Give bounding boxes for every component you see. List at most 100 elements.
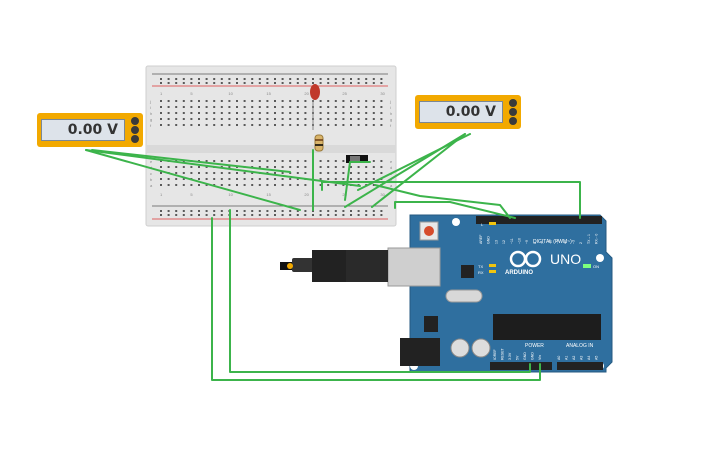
breadboard-hole[interactable] (236, 82, 238, 84)
multimeter-dial-icon[interactable] (131, 117, 139, 125)
breadboard-hole[interactable] (342, 78, 345, 80)
breadboard-hole[interactable] (319, 172, 322, 174)
reset-button-cap[interactable] (424, 226, 434, 236)
breadboard-hole[interactable] (327, 78, 330, 80)
breadboard-hole[interactable] (342, 160, 345, 162)
breadboard-hole[interactable] (160, 112, 162, 114)
breadboard-hole[interactable] (372, 210, 375, 212)
breadboard-hole[interactable] (175, 100, 178, 102)
breadboard-hole[interactable] (274, 172, 276, 174)
breadboard-hole[interactable] (266, 178, 269, 180)
breadboard-hole[interactable] (266, 210, 269, 212)
breadboard-hole[interactable] (289, 118, 292, 120)
breadboard-hole[interactable] (380, 172, 383, 174)
breadboard-hole[interactable] (213, 210, 216, 212)
breadboard-hole[interactable] (296, 214, 299, 216)
breadboard-hole[interactable] (167, 214, 170, 216)
breadboard-hole[interactable] (243, 106, 246, 108)
breadboard-hole[interactable] (175, 184, 178, 186)
breadboard-hole[interactable] (319, 118, 322, 120)
breadboard-hole[interactable] (251, 118, 254, 120)
breadboard-hole[interactable] (281, 166, 284, 168)
breadboard-hole[interactable] (365, 78, 368, 80)
breadboard-hole[interactable] (281, 100, 284, 102)
breadboard-holes[interactable] (160, 78, 383, 216)
breadboard-hole[interactable] (334, 82, 337, 84)
breadboard-hole[interactable] (175, 172, 178, 174)
breadboard-hole[interactable] (342, 106, 345, 108)
breadboard-hole[interactable] (334, 166, 337, 168)
breadboard-hole[interactable] (350, 78, 352, 80)
breadboard-hole[interactable] (251, 100, 254, 102)
breadboard-hole[interactable] (350, 178, 352, 180)
breadboard-hole[interactable] (319, 210, 322, 212)
breadboard-hole[interactable] (319, 82, 322, 84)
breadboard-hole[interactable] (190, 106, 193, 108)
breadboard-hole[interactable] (205, 118, 208, 120)
breadboard-hole[interactable] (160, 78, 162, 80)
breadboard-hole[interactable] (357, 78, 360, 80)
breadboard-hole[interactable] (274, 106, 276, 108)
breadboard-hole[interactable] (160, 172, 162, 174)
breadboard-hole[interactable] (167, 178, 170, 180)
breadboard-hole[interactable] (266, 124, 269, 126)
breadboard-hole[interactable] (281, 210, 284, 212)
breadboard-hole[interactable] (236, 210, 238, 212)
breadboard-hole[interactable] (228, 184, 231, 186)
breadboard-hole[interactable] (236, 178, 238, 180)
breadboard-hole[interactable] (167, 166, 170, 168)
breadboard-hole[interactable] (274, 210, 276, 212)
usb-cable[interactable] (280, 250, 388, 282)
breadboard-hole[interactable] (198, 214, 200, 216)
multimeter-dial-icon[interactable] (509, 117, 517, 125)
breadboard-hole[interactable] (182, 118, 185, 120)
breadboard-hole[interactable] (296, 210, 299, 212)
breadboard-hole[interactable] (205, 100, 208, 102)
breadboard-hole[interactable] (372, 118, 375, 120)
breadboard-hole[interactable] (274, 82, 276, 84)
breadboard-hole[interactable] (304, 100, 307, 102)
breadboard-hole[interactable] (258, 100, 261, 102)
wire[interactable] (321, 181, 581, 219)
breadboard-hole[interactable] (243, 124, 246, 126)
breadboard-hole[interactable] (205, 214, 208, 216)
breadboard-hole[interactable] (296, 106, 299, 108)
breadboard-hole[interactable] (213, 124, 216, 126)
breadboard-hole[interactable] (228, 112, 231, 114)
breadboard-hole[interactable] (304, 106, 307, 108)
breadboard-hole[interactable] (380, 214, 383, 216)
breadboard-hole[interactable] (372, 178, 375, 180)
breadboard-hole[interactable] (213, 112, 216, 114)
breadboard-hole[interactable] (342, 178, 345, 180)
breadboard-hole[interactable] (266, 184, 269, 186)
breadboard-hole[interactable] (175, 214, 178, 216)
breadboard-hole[interactable] (198, 210, 200, 212)
breadboard-hole[interactable] (175, 124, 178, 126)
breadboard-hole[interactable] (327, 166, 330, 168)
breadboard-hole[interactable] (296, 178, 299, 180)
breadboard-hole[interactable] (251, 124, 254, 126)
breadboard-hole[interactable] (274, 100, 276, 102)
breadboard-hole[interactable] (236, 214, 238, 216)
breadboard-hole[interactable] (274, 184, 276, 186)
breadboard-hole[interactable] (319, 160, 322, 162)
breadboard-hole[interactable] (304, 124, 307, 126)
breadboard-hole[interactable] (304, 112, 307, 114)
breadboard-hole[interactable] (380, 106, 383, 108)
breadboard-hole[interactable] (372, 172, 375, 174)
breadboard-hole[interactable] (258, 118, 261, 120)
breadboard-hole[interactable] (357, 100, 360, 102)
breadboard-hole[interactable] (327, 82, 330, 84)
breadboard-hole[interactable] (243, 184, 246, 186)
breadboard-hole[interactable] (175, 106, 178, 108)
breadboard-hole[interactable] (281, 82, 284, 84)
breadboard-hole[interactable] (160, 118, 162, 120)
breadboard-hole[interactable] (182, 124, 185, 126)
breadboard-hole[interactable] (205, 178, 208, 180)
breadboard-hole[interactable] (220, 106, 223, 108)
breadboard-hole[interactable] (258, 78, 261, 80)
breadboard-hole[interactable] (205, 82, 208, 84)
breadboard-hole[interactable] (296, 118, 299, 120)
breadboard-hole[interactable] (327, 184, 330, 186)
